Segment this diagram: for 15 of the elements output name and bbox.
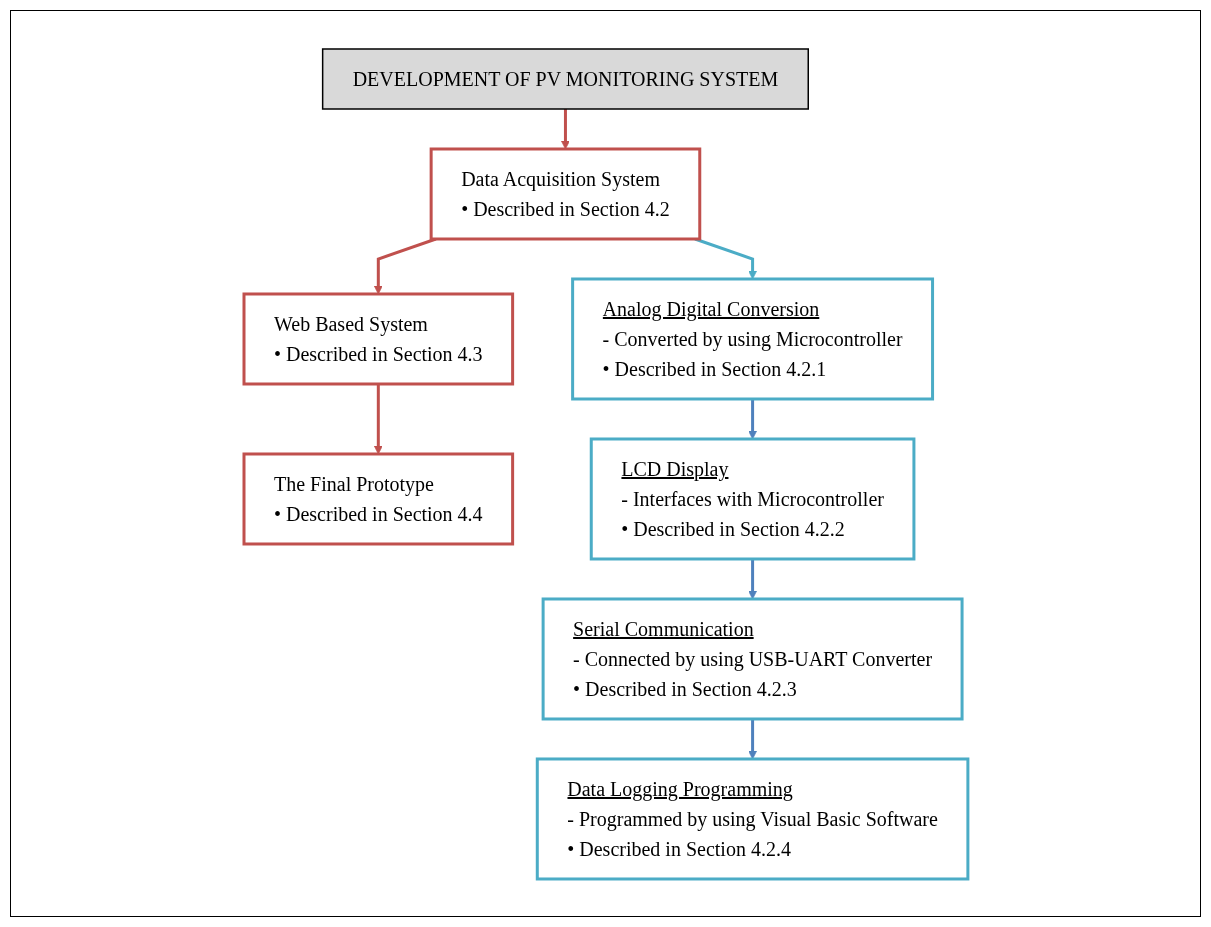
arrow xyxy=(373,237,436,294)
arrow xyxy=(747,718,757,759)
node-box: DEVELOPMENT OF PV MONITORING SYSTEM xyxy=(321,47,809,110)
node-box: Data Logging Programming - Programmed by using Visual Basic Software • Described in Section 4.2.4 xyxy=(535,757,969,880)
arrow xyxy=(694,237,757,279)
arrow xyxy=(373,383,383,454)
node-box: The Final Prototype • Described in Section 4.4 xyxy=(242,452,514,545)
node-box: Analog Digital Conversion - Converted by using Microcontroller • Described in Section 4.2.1 xyxy=(570,277,934,400)
node-box: Web Based System • Described in Section 4.3 xyxy=(242,292,514,385)
arrow xyxy=(747,398,757,439)
arrow xyxy=(747,558,757,599)
node-box: LCD Display - Interfaces with Microcontroller • Described in Section 4.2.2 xyxy=(589,437,915,560)
node-box: Serial Communication - Connected by using USB-UART Converter • Described in Section 4.2.3 xyxy=(541,597,964,720)
node-box: Data Acquisition System • Described in Section 4.2 xyxy=(429,147,701,240)
arrow xyxy=(560,108,570,149)
